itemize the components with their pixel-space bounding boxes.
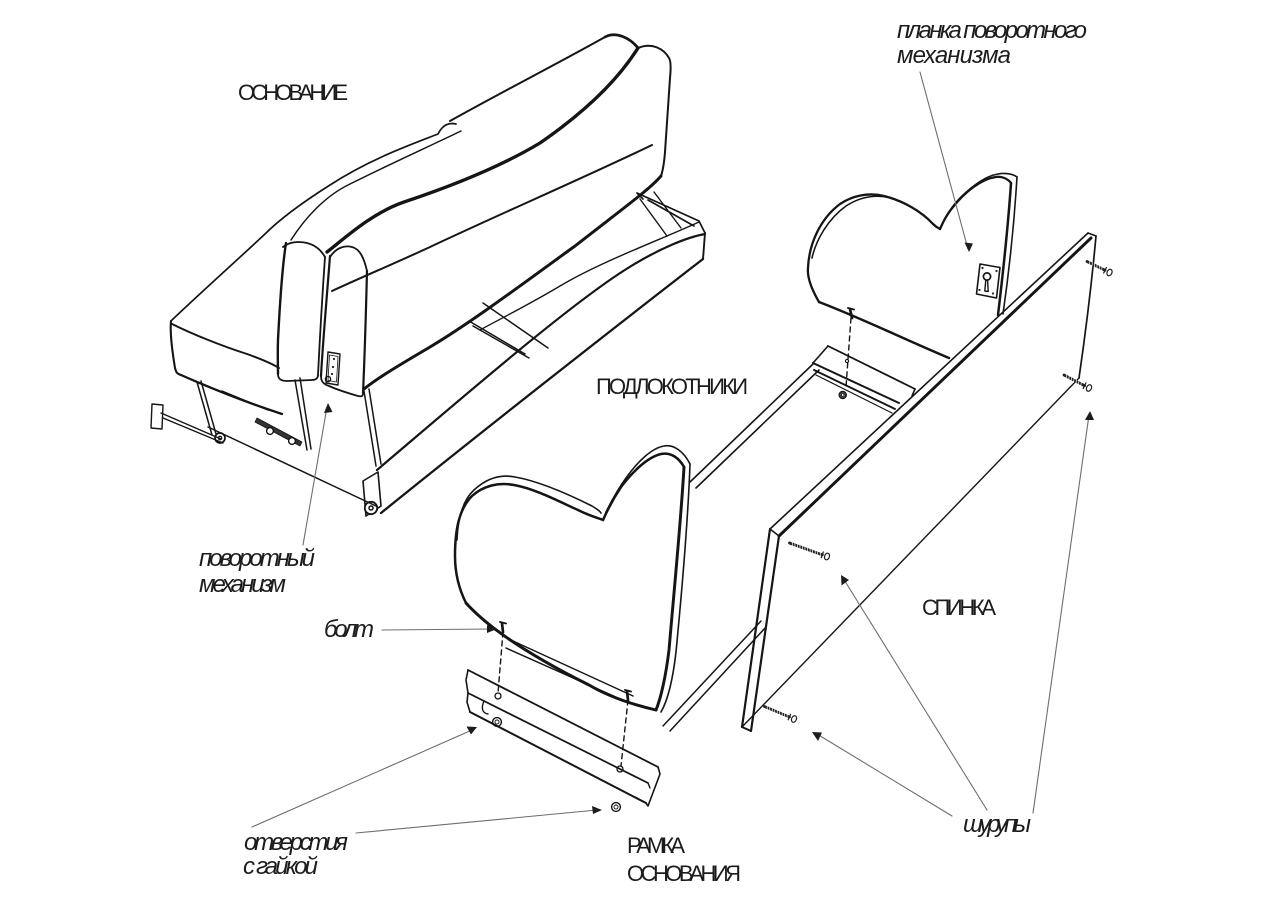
svg-text:планка поворотного: планка поворотного bbox=[897, 17, 1087, 44]
svg-text:механизма: механизма bbox=[897, 42, 1011, 69]
svg-text:СПИНКА: СПИНКА bbox=[922, 595, 996, 620]
svg-text:ОСНОВАНИЕ: ОСНОВАНИЕ bbox=[238, 80, 348, 105]
svg-text:с гайкой: с гайкой bbox=[243, 853, 318, 880]
svg-text:отверстия: отверстия bbox=[244, 829, 348, 856]
svg-text:ПОДЛОКОТНИКИ: ПОДЛОКОТНИКИ bbox=[596, 374, 748, 399]
svg-text:болт: болт bbox=[324, 616, 374, 643]
svg-text:шурупы: шурупы bbox=[963, 811, 1031, 838]
svg-text:механизм: механизм bbox=[199, 571, 286, 598]
svg-text:ОСНОВАНИЯ: ОСНОВАНИЯ bbox=[627, 861, 741, 886]
svg-text:РАМКА: РАМКА bbox=[627, 833, 685, 858]
svg-text:поворотный: поворотный bbox=[199, 545, 315, 572]
